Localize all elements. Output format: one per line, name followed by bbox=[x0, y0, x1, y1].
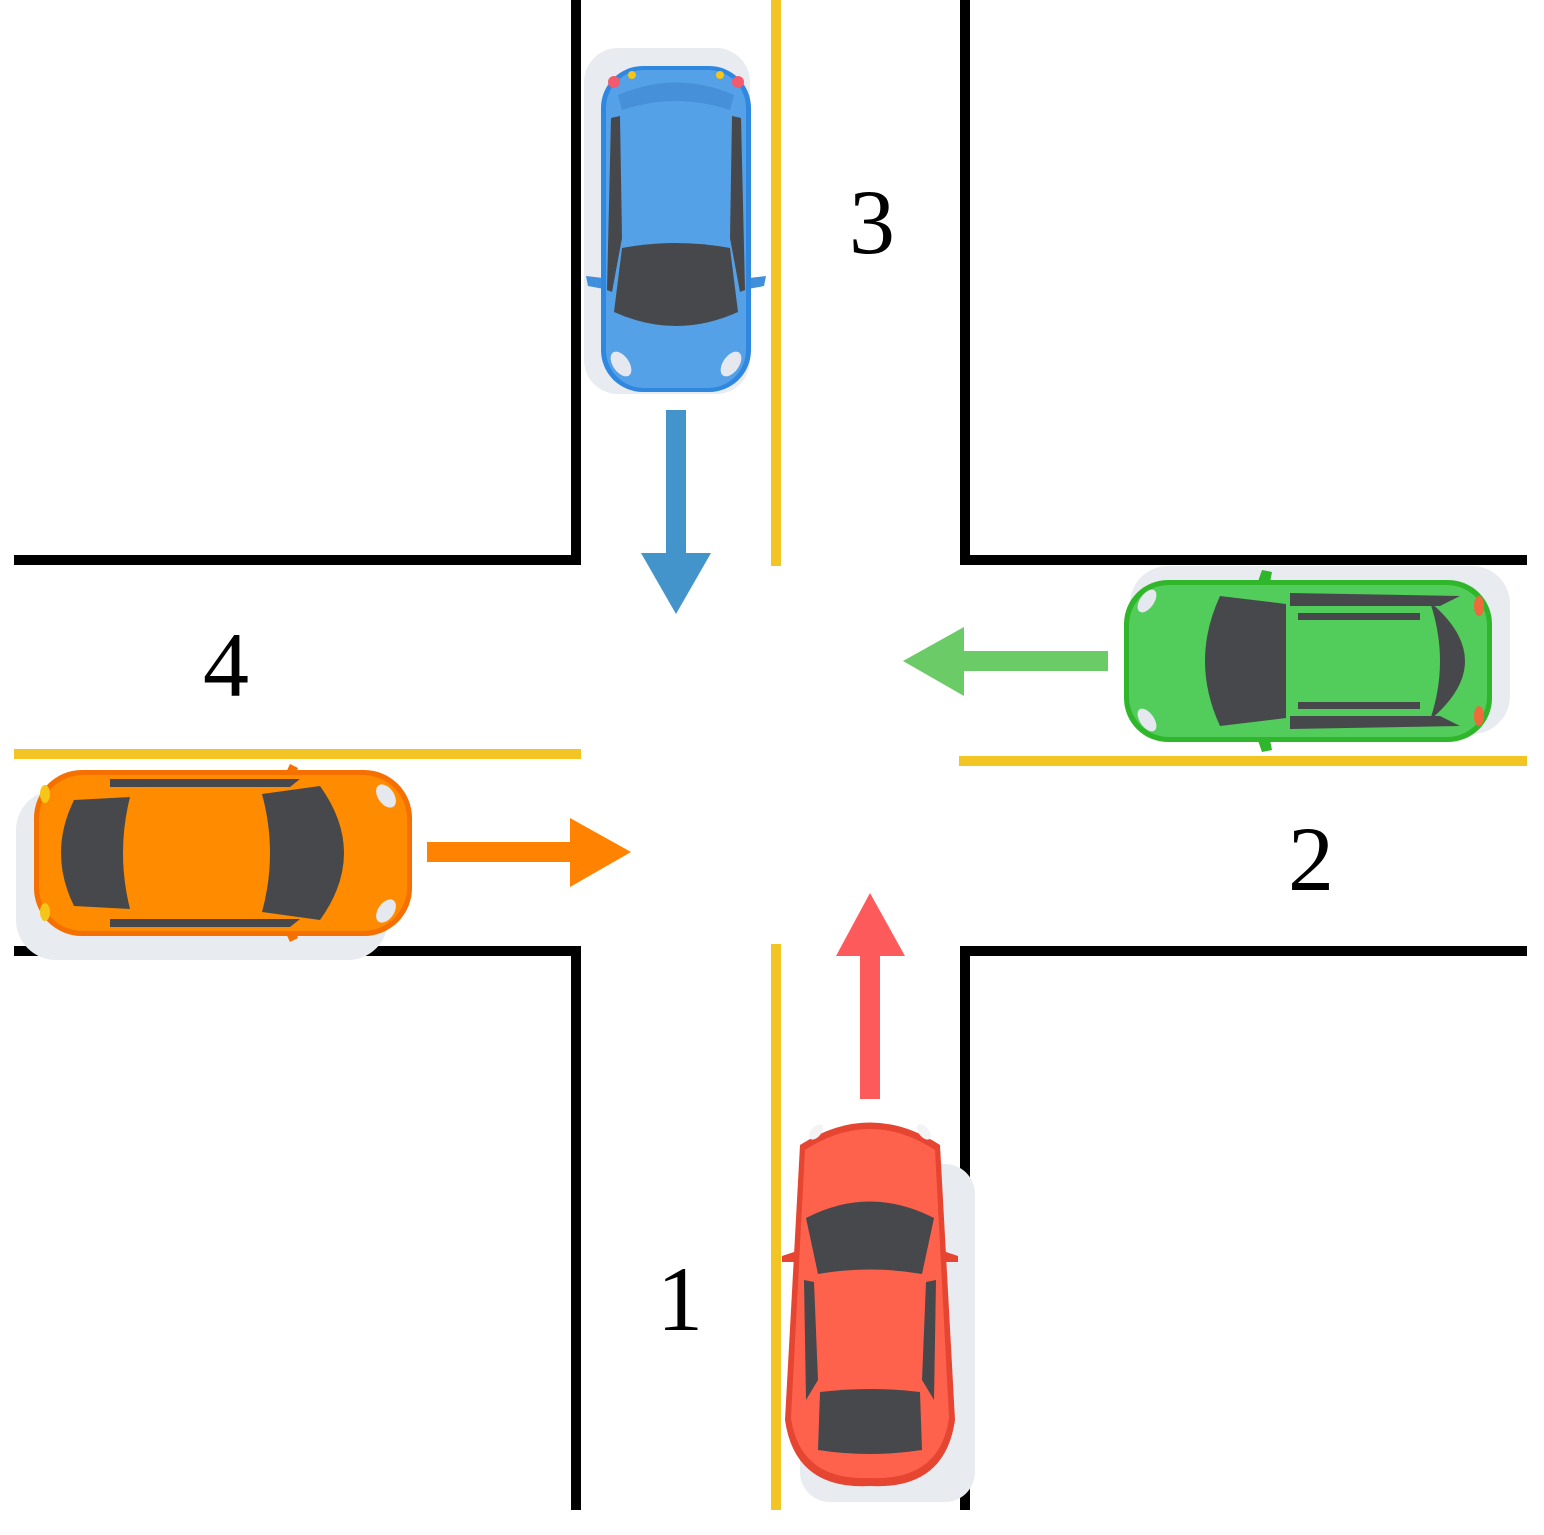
curb-top-left bbox=[14, 0, 581, 565]
center-lines bbox=[14, 0, 1527, 1510]
orange-arrow bbox=[427, 818, 631, 887]
blue-car bbox=[584, 48, 766, 394]
red-car bbox=[782, 1122, 975, 1502]
orange-car bbox=[16, 764, 412, 960]
curb-bottom-right bbox=[960, 946, 1527, 1510]
curb-bottom-left bbox=[14, 946, 581, 1510]
approach-label-3: 3 bbox=[849, 171, 895, 273]
red-arrow bbox=[836, 893, 905, 1099]
approach-label-1: 1 bbox=[657, 1248, 703, 1350]
approach-label-4: 4 bbox=[203, 614, 249, 716]
green-car bbox=[1124, 566, 1510, 752]
green-arrow bbox=[903, 627, 1108, 696]
blue-arrow bbox=[641, 410, 711, 614]
curb-top-right bbox=[960, 0, 1527, 565]
approach-label-2: 2 bbox=[1288, 808, 1334, 910]
